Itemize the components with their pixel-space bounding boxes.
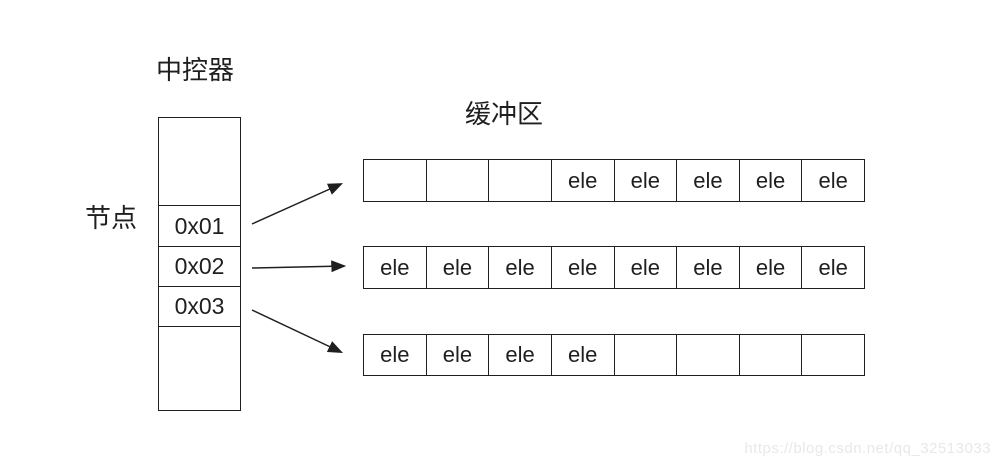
buffer-cell: ele <box>380 254 410 280</box>
buffer-title: 缓冲区 <box>465 99 544 129</box>
controller-cell-0x03: 0x03 <box>159 286 240 326</box>
buffer-cell: ele <box>488 247 551 288</box>
buffer-cell: ele <box>550 160 614 201</box>
controller-cell-0x01: 0x01 <box>159 205 240 246</box>
buffer-cell: ele <box>425 247 489 288</box>
buffer-cell: ele <box>380 342 410 367</box>
buffer-cell: ele <box>676 160 739 201</box>
arrow-0x02-to-buffer-2 <box>251 260 347 273</box>
buffer-cell: ele <box>676 247 739 288</box>
buffer-row-3: ele ele ele ele <box>363 334 865 376</box>
buffer-cell: ele <box>738 247 802 288</box>
buffer-cell <box>801 335 864 375</box>
node-label: 节点 <box>85 203 138 233</box>
buffer-row-1: ele ele ele ele ele <box>363 159 865 202</box>
arrow-0x03-to-buffer-3 <box>251 309 344 353</box>
buffer-cell <box>613 335 677 375</box>
buffer-cell: ele <box>488 335 551 375</box>
buffer-cell: ele <box>801 247 864 288</box>
watermark-url: https://blog.csdn.net/qq_32513033 <box>744 440 991 457</box>
buffer-cell: ele <box>425 335 489 375</box>
arrow-0x01-to-buffer-1 <box>251 183 344 225</box>
controller-box: 0x01 0x02 0x03 <box>158 117 241 411</box>
buffer-row-2: ele ele ele ele ele ele ele ele <box>363 246 865 289</box>
buffer-cell: ele <box>738 160 802 201</box>
controller-cell-0x02: 0x02 <box>159 246 240 286</box>
buffer-cell: ele <box>613 247 677 288</box>
controller-title: 中控器 <box>156 55 235 85</box>
buffer-cell <box>488 160 551 201</box>
controller-cell-empty-bottom <box>159 326 240 410</box>
controller-cell-empty-top <box>159 118 240 205</box>
buffer-cell: ele <box>550 335 614 375</box>
buffer-cell: ele <box>613 160 677 201</box>
buffer-cell: ele <box>550 247 614 288</box>
buffer-cell <box>676 335 739 375</box>
buffer-cell <box>364 160 426 201</box>
buffer-cell <box>738 335 802 375</box>
buffer-cell <box>425 160 489 201</box>
buffer-cell: ele <box>801 160 864 201</box>
